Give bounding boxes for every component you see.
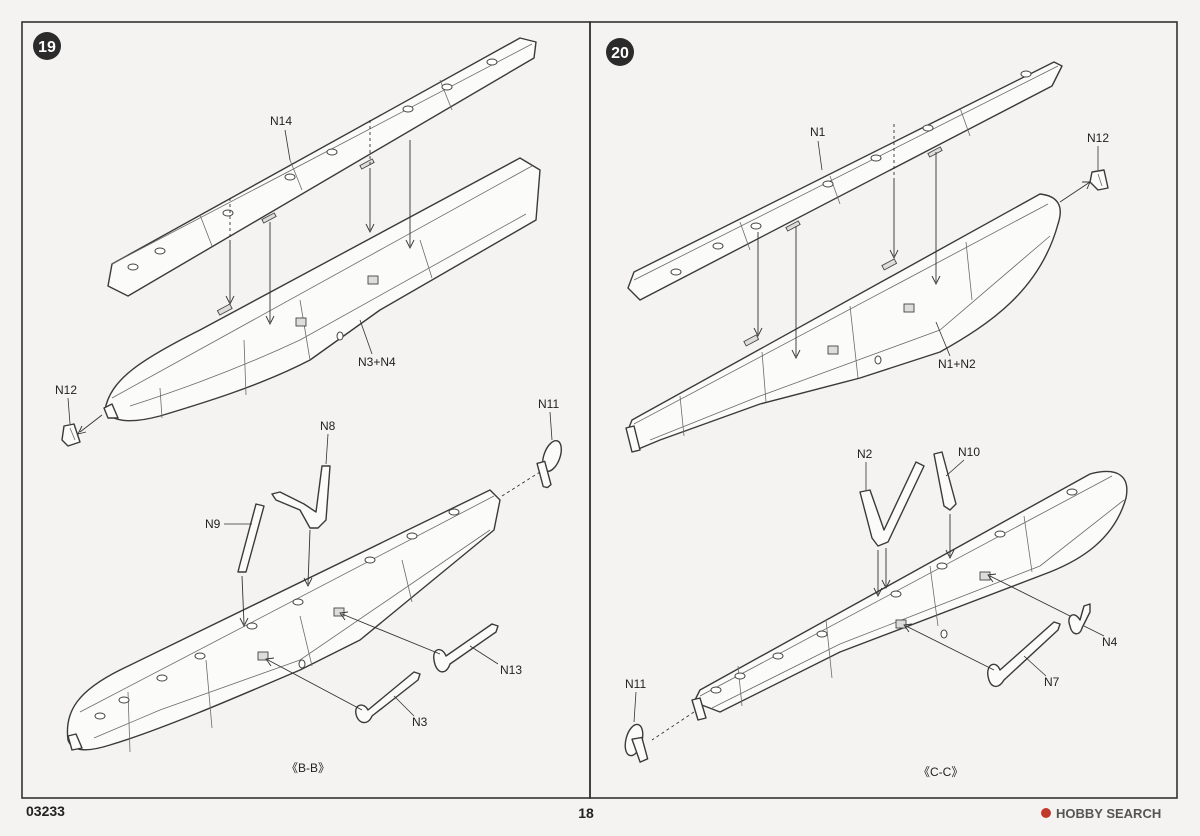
panel-20-border [589,21,1178,799]
view-label: 《C-C》 [918,765,963,779]
label-body-part: N1+N2 [938,357,976,371]
page-number: 18 [578,805,594,821]
label-prop: N11 [625,677,646,691]
arm-b-part [355,671,421,724]
step-badge [606,38,634,66]
label-arm-a: N4 [1102,635,1118,649]
label-top-part: N1 [810,125,826,139]
label-prop: N11 [538,397,559,411]
body-part [625,193,1061,453]
label-strut-b: N9 [205,517,221,531]
brand-watermark: HOBBY SEARCH [1041,806,1161,821]
nose-cap-part [1089,169,1109,191]
label-body-part: N3+N4 [358,355,396,369]
arm-a-part [433,623,499,673]
body-part [103,157,541,422]
strut-a-part [271,465,331,529]
label-arm-a: N13 [500,663,522,677]
brand-logo-icon [1041,808,1051,818]
nose-cap-part [61,423,81,447]
strut-a-part [859,461,925,547]
label-strut-b: N10 [958,445,980,459]
step-number: 20 [611,45,629,62]
lower-hull-part [691,470,1128,721]
arm-b-part [987,621,1061,687]
label-nose-cap: N12 [55,383,77,397]
label-strut-a: N2 [857,447,873,461]
step-badge [33,32,61,60]
label-top-part: N14 [270,114,292,128]
strut-b-part [237,503,265,573]
label-arm-b: N3 [412,715,428,729]
step-20: 20 N1 [606,38,1128,779]
label-strut-a: N8 [320,419,336,433]
step-19: 19 N14 [33,32,562,775]
upper-panel-part [627,61,1063,301]
product-code: 03233 [26,803,65,819]
brand-text: HOBBY SEARCH [1056,806,1161,821]
lower-hull-part [66,489,501,753]
view-label: 《B-B》 [286,761,330,775]
propeller-part [624,723,649,763]
upper-panel-part [107,37,537,297]
step-number: 19 [38,39,56,56]
arm-a-part [1068,603,1091,635]
strut-b-part [933,451,957,511]
propeller-part [536,440,562,489]
label-nose-cap: N12 [1087,131,1109,145]
label-arm-b: N7 [1044,675,1060,689]
